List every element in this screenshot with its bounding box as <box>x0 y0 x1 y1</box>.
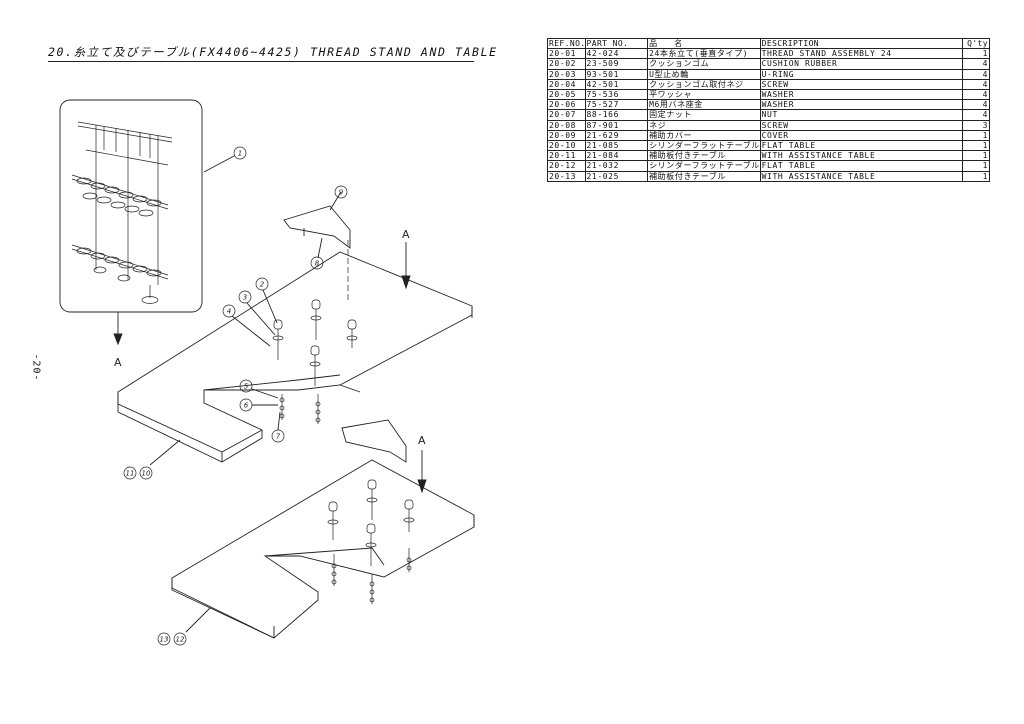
lower-table <box>171 459 475 639</box>
callout-13: 13 <box>157 632 171 646</box>
svg-text:12: 12 <box>176 636 185 644</box>
thread-stand-illustration <box>71 121 173 304</box>
callout-3: 3 <box>238 290 252 304</box>
svg-text:10: 10 <box>142 470 151 478</box>
callout-9: 9 <box>334 185 348 199</box>
callout-2: 2 <box>255 277 269 291</box>
lower-cover <box>341 419 407 463</box>
upper-table <box>117 251 473 463</box>
callout-10: 10 <box>139 466 153 480</box>
col-qty: Q'ty <box>961 37 991 50</box>
view-label-a-left: A <box>114 356 122 369</box>
view-labels: A A A <box>114 228 426 447</box>
callout-bubbles: 1 2 3 4 5 6 7 8 9 11 10 13 12 <box>123 146 348 646</box>
svg-text:2: 2 <box>260 281 265 289</box>
callout-5: 5 <box>239 379 253 393</box>
title-underline <box>48 61 474 62</box>
callout-12: 12 <box>173 632 187 646</box>
svg-text:1: 1 <box>238 150 242 158</box>
callout-7: 7 <box>271 429 285 443</box>
upper-cover <box>283 205 351 249</box>
svg-text:8: 8 <box>315 260 320 268</box>
svg-text:3: 3 <box>243 294 247 302</box>
svg-text:6: 6 <box>244 402 249 410</box>
svg-text:7: 7 <box>276 433 281 441</box>
page-title: 20.糸立て及びテーブル(FX4406~4425) THREAD STAND A… <box>48 45 498 59</box>
upper-cushion-assemblies <box>272 240 358 424</box>
callout-1: 1 <box>233 146 247 160</box>
callout-6: 6 <box>239 398 253 412</box>
leader-line <box>203 155 235 173</box>
svg-text:5: 5 <box>244 383 249 391</box>
parts-table: REF.NO. PART NO. 品 名 DESCRIPTION Q'ty 20… <box>547 37 991 182</box>
svg-text:11: 11 <box>126 470 135 478</box>
callout-11: 11 <box>123 466 137 480</box>
callout-8: 8 <box>310 256 324 270</box>
cell-qty: 1 <box>961 170 991 182</box>
view-label-a-upper: A <box>402 228 410 241</box>
lower-cushion-assemblies <box>327 479 415 604</box>
view-label-a-lower: A <box>418 434 426 447</box>
thread-stand-detail-frame <box>59 99 203 313</box>
callout-4: 4 <box>222 304 236 318</box>
svg-text:9: 9 <box>339 189 344 197</box>
svg-text:13: 13 <box>160 636 169 644</box>
svg-text:4: 4 <box>227 308 231 316</box>
